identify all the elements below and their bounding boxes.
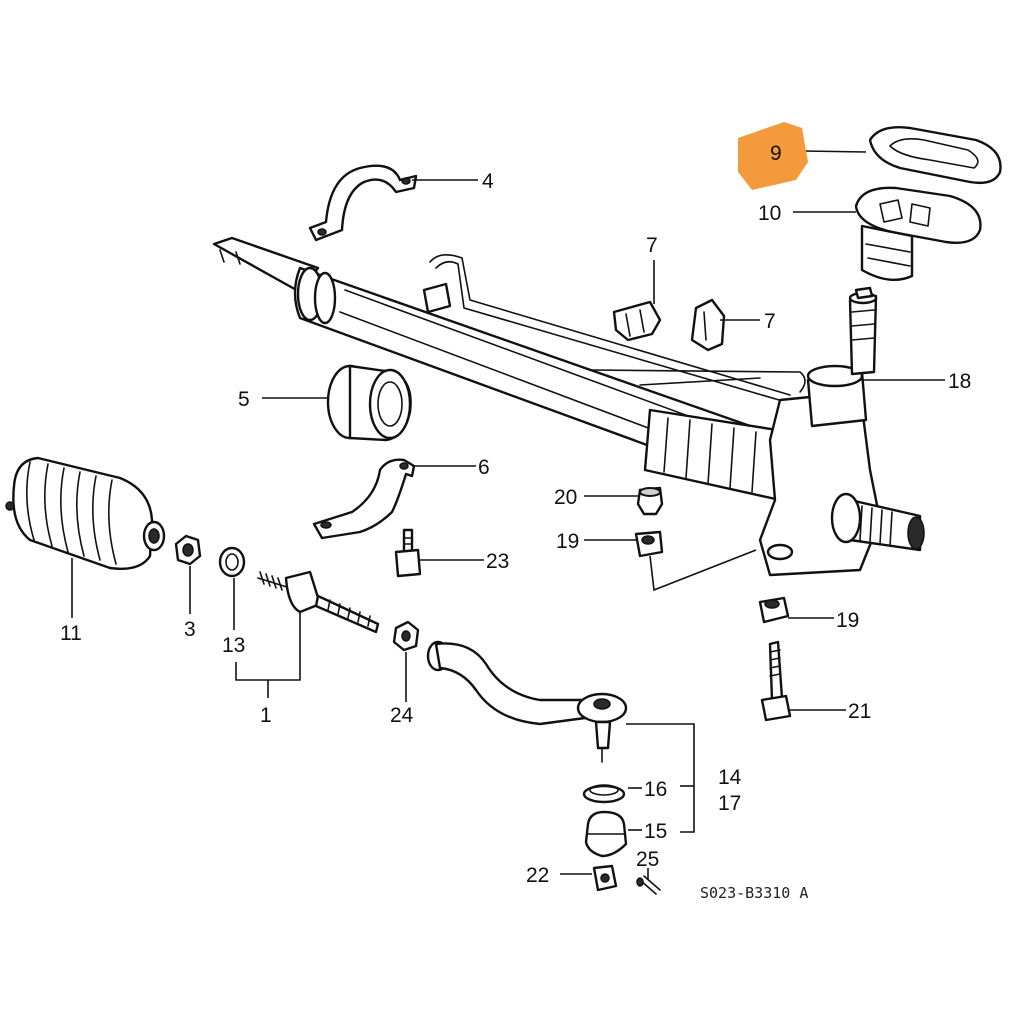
label-22: 22 (526, 864, 549, 887)
leader-lines (71, 150, 945, 880)
part-22-nut (592, 864, 618, 892)
label-16: 16 (644, 778, 667, 801)
label-11: 11 (60, 622, 82, 645)
part-19-nut-lower (758, 596, 790, 624)
part-13-washer (218, 546, 246, 578)
label-14: 14 (718, 766, 742, 789)
label-7-lower: 7 (764, 310, 776, 333)
label-24: 24 (390, 704, 414, 727)
part-5-bushing (326, 364, 412, 442)
label-21: 21 (848, 700, 871, 723)
rack-housing (212, 236, 806, 502)
label-23: 23 (486, 550, 509, 573)
part-19-nut-upper (634, 530, 664, 558)
label-25: 25 (636, 848, 659, 871)
part-11-boot (5, 456, 166, 570)
label-10: 10 (758, 202, 781, 225)
gearbox-assembly (758, 286, 925, 577)
highlight-marker (738, 122, 808, 190)
label-9: 9 (770, 142, 782, 165)
callout-labels: 4 9 10 7 7 18 5 6 20 19 23 19 11 3 13 1 … (60, 142, 971, 902)
label-5: 5 (238, 388, 250, 411)
part-21-bolt (760, 640, 792, 722)
label-1: 1 (260, 704, 272, 727)
diagram-code: S023-B3310 A (700, 884, 808, 902)
part-1-tie-rod (257, 570, 380, 634)
label-4: 4 (482, 170, 494, 193)
part-20-cap (636, 486, 664, 516)
part-7-clip-a (612, 300, 662, 342)
label-13: 13 (222, 634, 245, 657)
part-6-clamp (312, 458, 416, 540)
label-7-upper: 7 (646, 234, 658, 257)
part-14-tie-rod-end (426, 640, 628, 763)
part-4-clamp (308, 164, 418, 242)
label-18: 18 (948, 370, 971, 393)
part-25-cotter-pin (636, 875, 661, 895)
part-16-seal (582, 784, 626, 804)
part-10-grommet (854, 186, 982, 282)
part-7-clip-b (690, 298, 726, 352)
label-19-lower: 19 (836, 609, 859, 632)
part-15-dust-boot (584, 810, 628, 858)
label-15: 15 (644, 820, 667, 843)
label-20: 20 (554, 486, 577, 509)
part-3-nut (174, 534, 202, 566)
label-6: 6 (478, 456, 490, 479)
label-17: 17 (718, 792, 741, 815)
label-19-upper: 19 (556, 530, 579, 553)
label-3: 3 (184, 618, 196, 641)
part-23-bolt (394, 528, 422, 578)
part-9-cover (868, 126, 1002, 185)
part-24-nut (392, 620, 420, 652)
